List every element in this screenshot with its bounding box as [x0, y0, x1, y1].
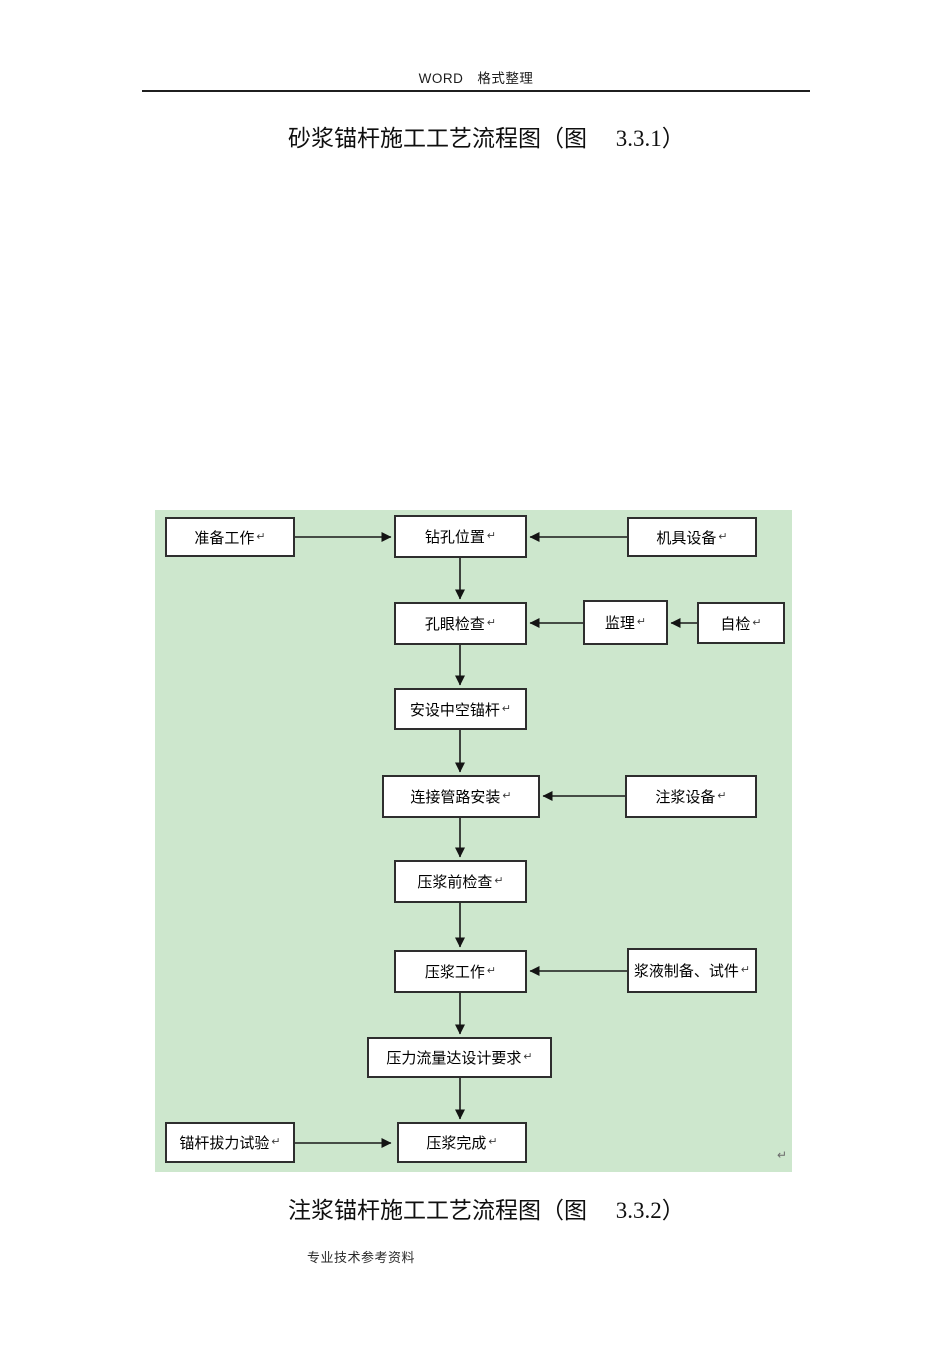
node-label: 安设中空锚杆 [409, 701, 500, 719]
figure-title-331: 砂浆锚杆施工工艺流程图（图 3.3.1） [288, 126, 685, 151]
node-supervision: 监理↵ [583, 600, 668, 645]
node-label: 压浆前检查 [417, 874, 493, 891]
node-label: 锚杆拔力试验 [179, 1135, 270, 1152]
flowchart-connectors [295, 532, 697, 1148]
node-label: 压浆工作 [424, 964, 485, 981]
header-rule [142, 90, 810, 92]
line-break-mark: ↵ [752, 616, 762, 629]
node-machinery-equipment: 机具设备↵ [627, 517, 757, 557]
figure-caption-332: 注浆锚杆施工工艺流程图（图 3.3.2） [288, 1198, 685, 1223]
node-label: 压力流量达设计要求 [386, 1050, 522, 1067]
paragraph-mark: ↵ [777, 1148, 788, 1162]
node-pipe-connection-install: 连接管路安装↵ [382, 775, 540, 818]
node-label: 机具设备 [656, 529, 717, 547]
node-grouting-work: 压浆工作↵ [394, 950, 527, 993]
node-anchor-pullout-test: 锚杆拔力试验↵ [165, 1122, 295, 1163]
node-grouting-equipment: 注浆设备↵ [625, 775, 757, 818]
node-label: 孔眼检查 [424, 616, 485, 633]
line-break-mark: ↵ [523, 1051, 533, 1063]
node-label: 监理 [604, 615, 635, 632]
node-install-hollow-anchor: 安设中空锚杆↵ [394, 688, 527, 730]
node-label: 自检 [720, 615, 751, 633]
node-hole-inspection: 孔眼检查↵ [394, 602, 527, 645]
line-break-mark: ↵ [486, 617, 497, 629]
line-break-mark: ↵ [636, 616, 647, 628]
node-pre-grouting-check: 压浆前检查↵ [394, 860, 527, 903]
line-break-mark: ↵ [502, 790, 512, 802]
line-break-mark: ↵ [717, 790, 727, 802]
line-break-mark: ↵ [256, 530, 266, 543]
node-self-inspection: 自检↵ [697, 602, 785, 644]
line-break-mark: ↵ [486, 530, 497, 542]
line-break-mark: ↵ [271, 1136, 281, 1148]
node-label: 钻孔位置 [424, 529, 485, 546]
line-break-mark: ↵ [488, 1136, 498, 1148]
node-label: 压浆完成 [426, 1135, 487, 1152]
line-break-mark: ↵ [740, 964, 751, 976]
line-break-mark: ↵ [486, 965, 497, 977]
line-break-mark: ↵ [501, 702, 512, 715]
node-label: 连接管路安装 [410, 789, 501, 806]
flowchart-canvas: 准备工作↵ 钻孔位置↵ 机具设备↵ 孔眼检查↵ 监理↵ 自检↵ 安设中空锚杆↵ … [155, 510, 792, 1172]
node-preparation-work: 准备工作↵ [165, 517, 295, 557]
node-label: 浆液制备、试件 [633, 963, 739, 980]
node-drill-hole-position: 钻孔位置↵ [394, 515, 527, 558]
line-break-mark: ↵ [494, 875, 504, 887]
node-slurry-preparation-specimen: 浆液制备、试件↵ [627, 948, 757, 993]
page-footer-text: 专业技术参考资料 [307, 1250, 416, 1265]
node-grouting-complete: 压浆完成↵ [397, 1122, 527, 1163]
node-pressure-flow-meets-design: 压力流量达设计要求↵ [367, 1037, 552, 1078]
node-label: 准备工作 [194, 529, 255, 547]
line-break-mark: ↵ [718, 530, 728, 543]
node-label: 注浆设备 [655, 789, 716, 806]
page-header-text: WORD 格式整理 [418, 71, 534, 86]
